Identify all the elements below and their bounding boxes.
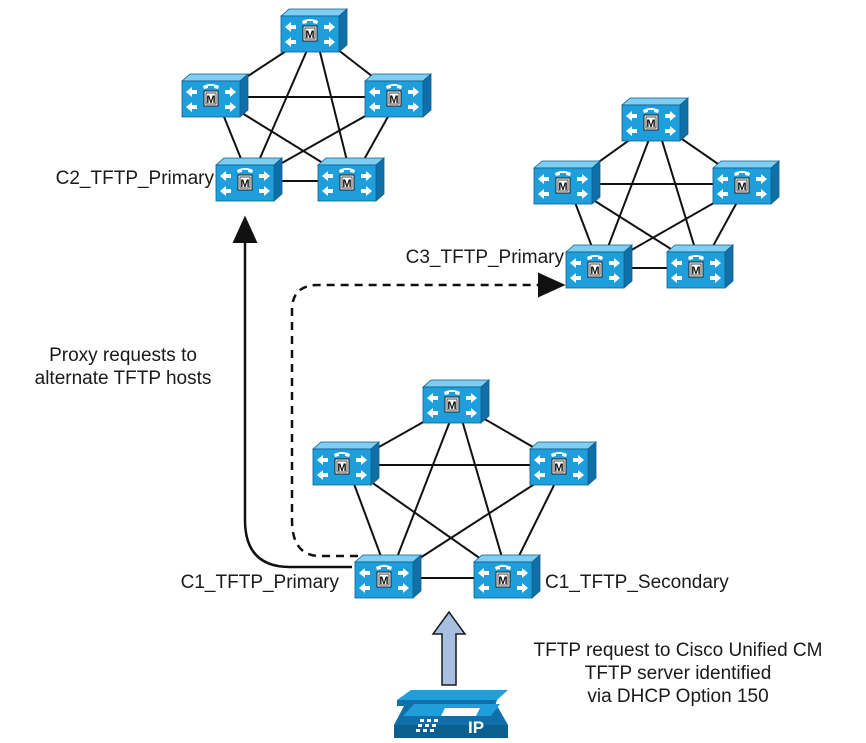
cluster-c1-links xyxy=(346,402,565,579)
ip-phone-icon: IP xyxy=(394,690,508,738)
cluster-c2 xyxy=(181,8,432,202)
svg-text:IP: IP xyxy=(468,718,484,737)
cucm-server-icon xyxy=(666,244,734,289)
proxy-requests-line-1: Proxy requests to xyxy=(49,345,197,366)
proxy-arrow-dashed xyxy=(290,272,566,558)
tftp-request-line-1: TFTP request to Cisco Unified CM xyxy=(533,640,823,661)
cucm-server-icon xyxy=(317,157,385,202)
cucm-server-icon xyxy=(181,73,249,118)
cluster-c1 xyxy=(312,379,597,599)
cucm-server-icon-c2-primary xyxy=(215,157,283,202)
cucm-server-icon xyxy=(712,160,780,205)
c2-tftp-primary-label: C2_TFTP_Primary xyxy=(55,168,214,189)
cucm-server-icon xyxy=(529,441,597,486)
proxy-requests-label: Proxy requests to alternate TFTP hosts xyxy=(0,344,246,390)
cucm-server-icon xyxy=(422,379,490,424)
cucm-server-icon xyxy=(533,160,601,205)
tftp-request-label: TFTP request to Cisco Unified CM TFTP se… xyxy=(490,639,866,708)
cucm-server-icon-c1-primary xyxy=(354,554,422,599)
proxy-requests-line-2: alternate TFTP hosts xyxy=(34,368,212,389)
cucm-server-icon xyxy=(312,441,380,486)
cucm-server-icon xyxy=(280,8,348,53)
cucm-server-icon xyxy=(364,73,432,118)
c1-tftp-primary-label: C1_TFTP_Primary xyxy=(180,572,339,593)
c3-tftp-primary-label: C3_TFTP_Primary xyxy=(405,247,564,268)
proxy-arrow-solid xyxy=(232,215,352,569)
tftp-request-line-2: TFTP server identified xyxy=(584,663,772,684)
tftp-request-line-3: via DHCP Option 150 xyxy=(587,686,769,707)
c1-tftp-secondary-label: C1_TFTP_Secondary xyxy=(545,572,729,593)
cucm-server-icon-c1-secondary xyxy=(473,554,541,599)
cucm-server-icon xyxy=(621,97,689,142)
up-arrow-icon xyxy=(431,610,467,686)
cluster-c3 xyxy=(533,97,780,289)
cucm-server-icon-c3-primary xyxy=(565,244,633,289)
